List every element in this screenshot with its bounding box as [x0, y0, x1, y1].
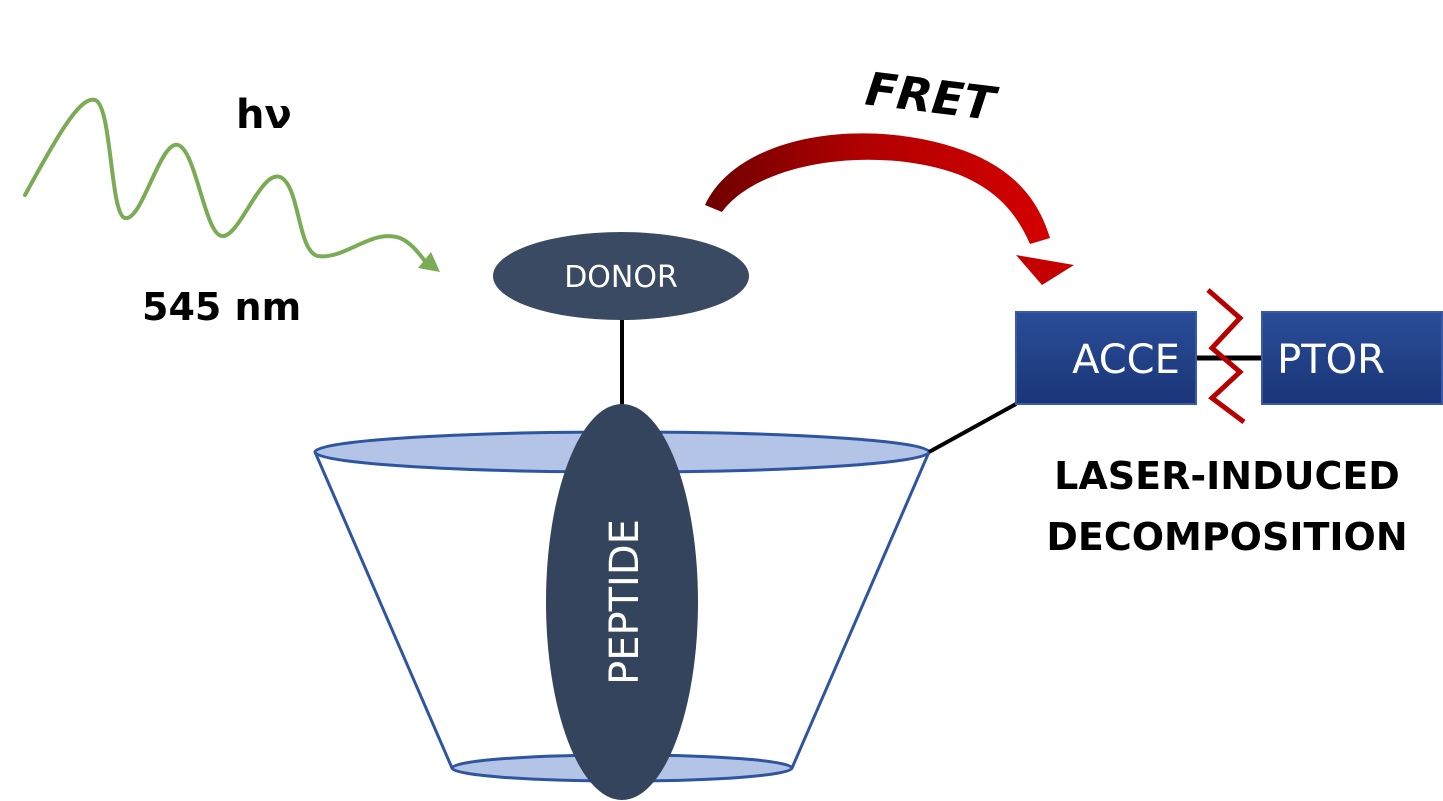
peptide: PEPTIDE — [546, 404, 698, 800]
cleavage-zigzag — [1206, 288, 1246, 424]
fret-arrow-body — [705, 133, 1050, 244]
wave-path — [23, 97, 430, 267]
cone-walls — [313, 451, 931, 769]
acceptor-right-box — [1261, 311, 1443, 405]
decomposition-line2: DECOMPOSITION — [1046, 515, 1407, 559]
donor-shape — [493, 232, 749, 320]
light-label: hν — [236, 92, 292, 138]
acceptor-right-label: PTOR — [1277, 337, 1385, 383]
peptide-label: PEPTIDE — [602, 519, 648, 685]
fret-arrow — [705, 133, 1074, 285]
acceptor: ACCE PTOR — [1015, 288, 1443, 424]
fret-arrowhead — [1016, 255, 1074, 285]
light-wave — [23, 97, 440, 272]
wave-arrowhead — [418, 252, 440, 272]
donor: DONOR — [493, 232, 749, 320]
decomposition-line1: LASER-INDUCED — [1054, 454, 1400, 498]
fret-label: FRET — [863, 62, 1002, 132]
acceptor-left-label: ACCE — [1072, 337, 1180, 383]
acceptor-linker — [928, 402, 1017, 454]
acceptor-left-box — [1015, 311, 1197, 405]
peptide-shape — [546, 404, 698, 800]
donor-label: DONOR — [564, 260, 678, 295]
wavelength-label: 545 nm — [142, 285, 301, 329]
